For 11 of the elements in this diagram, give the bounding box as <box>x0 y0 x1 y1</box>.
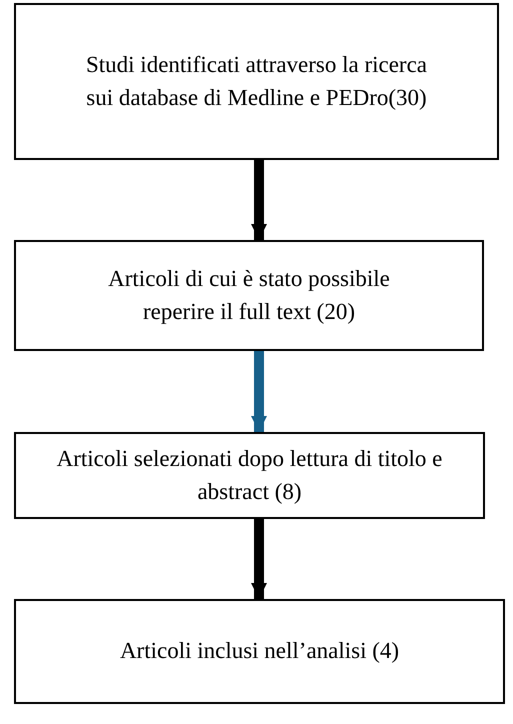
process-box <box>14 3 499 160</box>
arrow <box>251 351 267 432</box>
process-box <box>14 432 485 519</box>
process-box <box>14 599 505 704</box>
box-text: Articoli inclusi nell’analisi (4) <box>120 637 400 666</box>
arrow <box>251 519 267 599</box>
box-text: Studi identificati attraverso la ricerca sui database di Medline e PEDro(30) <box>84 51 428 112</box>
box-text: Articoli selezionati dopo lettura di titolo e abstract (8) <box>56 445 444 506</box>
box-text: Articoli di cui è stato possibile reperire il full text (20) <box>107 265 391 326</box>
process-box <box>14 240 484 351</box>
arrow <box>251 160 267 240</box>
